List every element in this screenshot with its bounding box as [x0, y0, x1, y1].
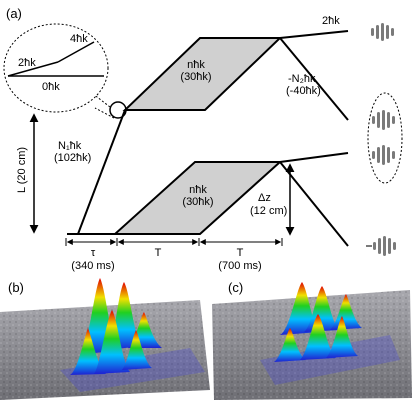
dz-label-1: Δz	[258, 192, 271, 204]
T2-label-2: (700 ms)	[218, 260, 261, 272]
branch-point-circle	[109, 101, 127, 119]
T1-label: T	[155, 247, 162, 259]
panel-a-label: (a)	[6, 6, 22, 21]
panel-b-density-surface	[0, 278, 210, 400]
inset-4hk-label: 4ħk	[70, 33, 88, 45]
T2-label-1: T	[237, 247, 244, 259]
atom-cloud-middle	[367, 92, 403, 184]
top-right-momentum-label: 2ħk	[322, 15, 340, 27]
kick2-label-2: (-40ħk)	[286, 85, 321, 97]
momentum-inset: 4ħk 2ħk 0ħk	[3, 23, 109, 113]
kick2-label-1: -N₂ħk	[288, 73, 316, 85]
dz-label-2: (12 cm)	[250, 205, 287, 217]
panel-c-label: (c)	[228, 280, 243, 295]
lower-arm-label-1: nħk	[189, 184, 207, 196]
atom-cloud-bottom	[366, 236, 396, 256]
panel-c-density-surface	[212, 282, 412, 400]
upper-arm-label-2: (30ħk)	[180, 71, 211, 83]
inset-0hk-label: 0ħk	[42, 81, 60, 93]
tau-label-1: τ	[91, 247, 96, 259]
kick1-label-1: N₁ħk	[58, 140, 82, 152]
length-label: L (20 cm)	[16, 147, 28, 193]
panel-b-label: (b)	[8, 280, 24, 295]
kick1-label-2: (102ħk)	[54, 152, 91, 164]
inset-2hk-label: 2ħk	[18, 57, 36, 69]
atom-cloud-top	[371, 23, 394, 41]
tau-label-2: (340 ms)	[71, 260, 114, 272]
upper-arm-label-1: nħk	[187, 59, 205, 71]
lower-arm-label-2: (30ħk)	[182, 196, 213, 208]
